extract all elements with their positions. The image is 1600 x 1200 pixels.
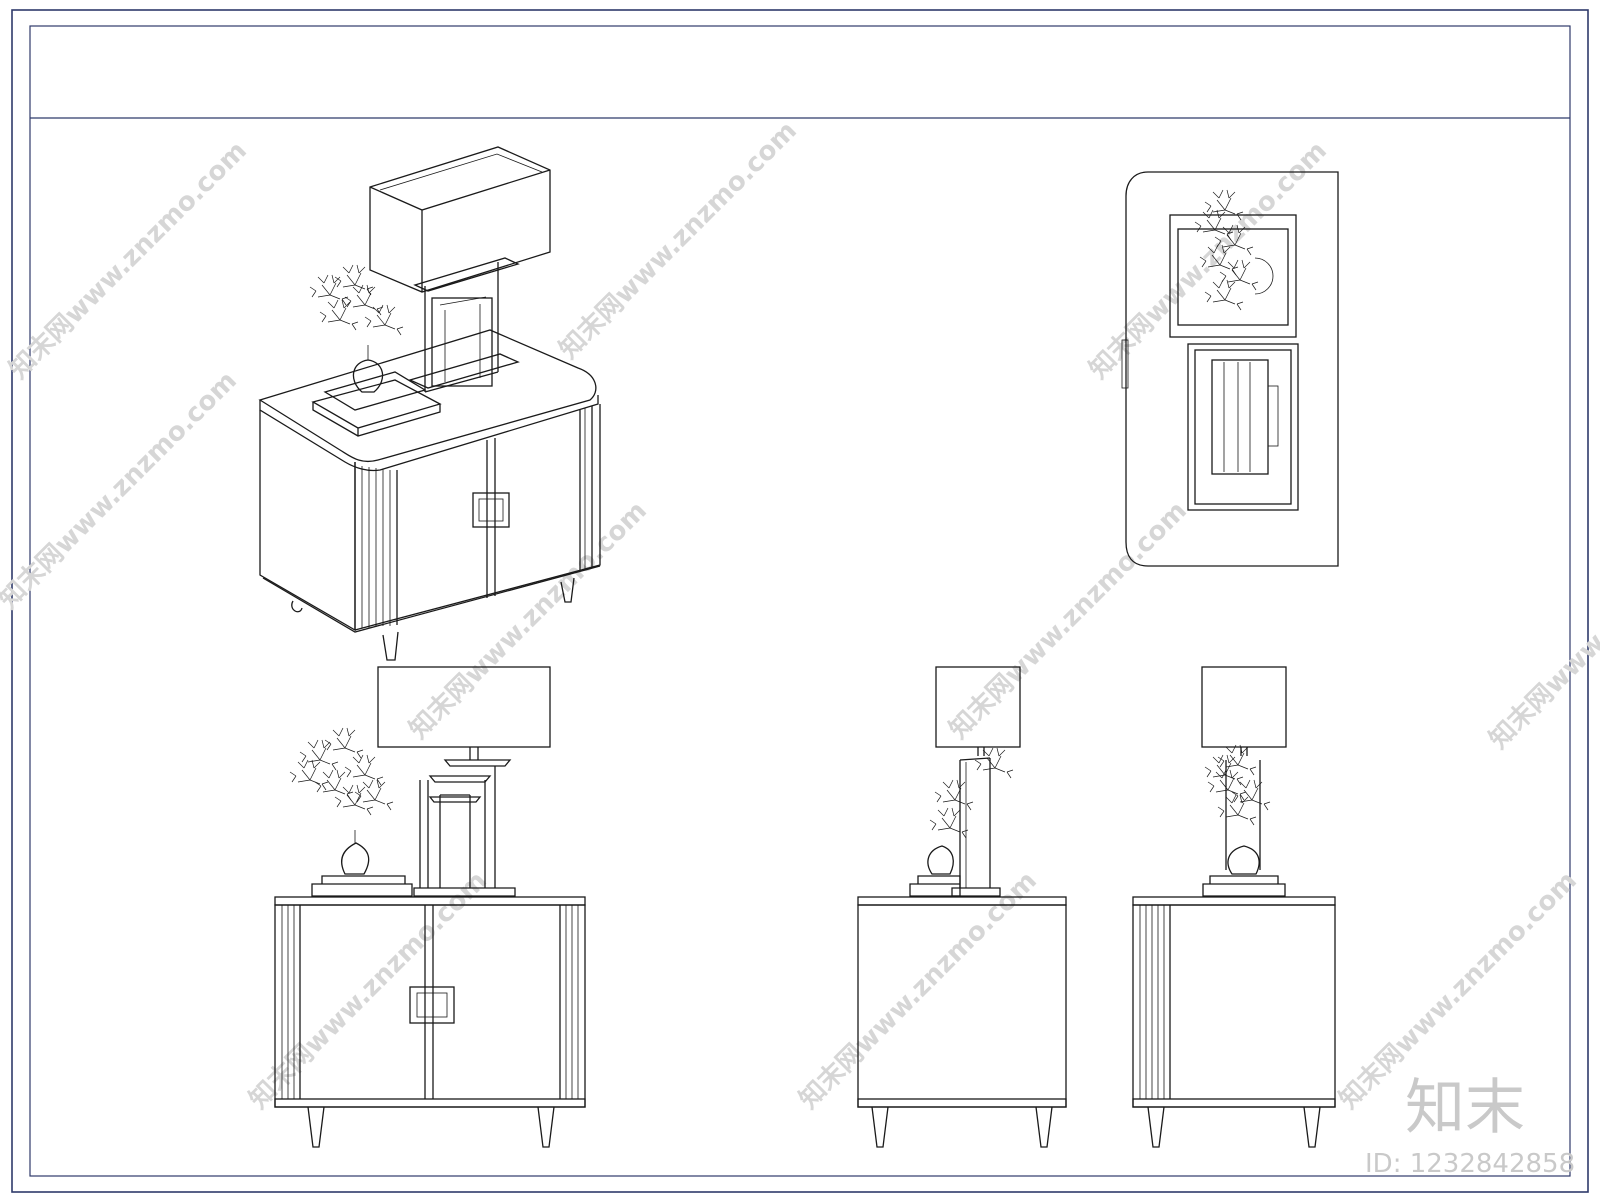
top-view <box>1121 171 1339 567</box>
watermark-text: 知末网www.znzmo.com <box>794 866 1043 1115</box>
watermark-layer: 知末网www.znzmo.com 知末网www.znzmo.com 知末网www… <box>0 116 1600 1115</box>
watermark-text: 知末网www.znzmo.com <box>404 496 653 745</box>
watermark-text: 知末网www.znzmo.com <box>0 366 243 615</box>
side-elevation-right <box>1132 666 1336 1148</box>
watermark-text: 知末网www.znzmo.com <box>4 136 253 385</box>
front-elevation <box>274 666 586 1148</box>
side-elevation-left <box>857 666 1067 1148</box>
inner-frame <box>29 25 1571 1177</box>
outer-frame <box>11 9 1589 1193</box>
isometric-view <box>258 146 601 661</box>
image-id-label: ID: 1232842858 <box>1365 1149 1575 1179</box>
watermark-text: 知末网www.znzmo.com <box>944 496 1193 745</box>
brand-logo: 知末 <box>1405 1073 1525 1143</box>
watermark-text: 知末网www.znzmo.com <box>244 866 493 1115</box>
watermark-text: 知末网www.znzmo.com <box>1484 506 1600 755</box>
watermark-text: 知末网www.znzmo.com <box>554 116 803 365</box>
